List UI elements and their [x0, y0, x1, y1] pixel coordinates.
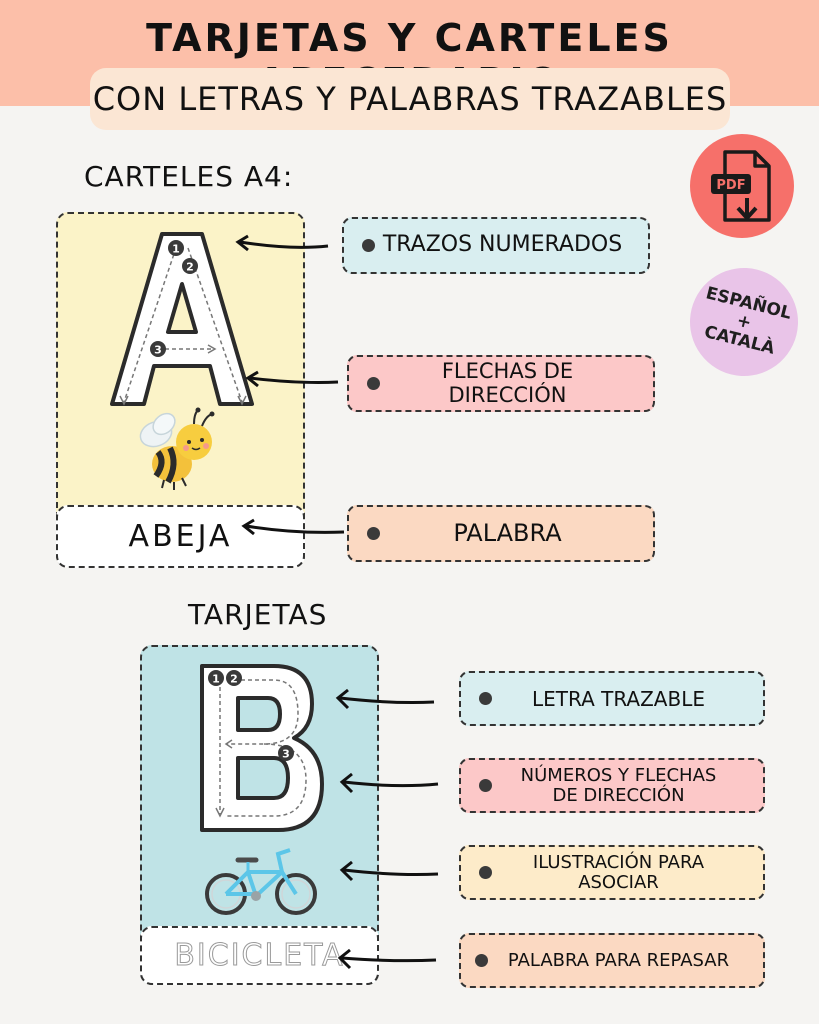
callout-numbered-strokes: TRAZOS NUMERADOS	[342, 217, 650, 274]
language-badge: ESPAÑOL + CATALÀ	[678, 256, 810, 388]
letter-a-tracing: 1 2 3	[110, 232, 254, 406]
arrow-icon	[245, 370, 339, 388]
download-arrow-icon	[736, 198, 758, 221]
arrow-icon	[337, 948, 437, 970]
callout-direction-arrows: FLECHAS DE DIRECCIÓN	[347, 355, 655, 412]
callout-text-line-1: ILUSTRACIÓN PARA	[532, 851, 705, 873]
poster-word-box: ABEJA	[56, 505, 305, 568]
callout-text: FLECHAS DE DIRECCIÓN	[441, 359, 574, 407]
arrow-icon	[241, 518, 345, 536]
callout-numbers-arrows: NÚMEROS Y FLECHAS DE DIRECCIÓN	[459, 758, 765, 813]
poster-word: ABEJA	[128, 519, 233, 554]
card-word-tracing: BICICLETA	[174, 938, 345, 974]
callout-text: LETRA TRAZABLE	[532, 686, 705, 711]
bullet-icon	[367, 527, 380, 540]
card-stroke-number-3: 3	[282, 748, 290, 761]
arrow-icon	[335, 688, 435, 710]
poster-stroke-number-1: 1	[172, 243, 180, 256]
callout-text-line-2: ASOCIAR	[578, 871, 659, 893]
pdf-label: PDF	[716, 178, 745, 193]
bicycle-illustration	[205, 848, 317, 915]
subtitle-text: CON LETRAS Y PALABRAS TRAZABLES	[92, 80, 728, 118]
pdf-badge: PDF	[690, 134, 794, 238]
callout-text-line-1: NÚMEROS Y FLECHAS	[520, 764, 717, 786]
cards-label: TARJETAS	[188, 598, 328, 631]
callout-traceable-letter: LETRA TRAZABLE	[459, 671, 765, 726]
card-stroke-number-1: 1	[212, 673, 220, 686]
arrow-icon	[339, 772, 439, 794]
subtitle-pill: CON LETRAS Y PALABRAS TRAZABLES	[90, 68, 730, 130]
callout-word: PALABRA	[347, 505, 655, 562]
poster-stroke-number-3: 3	[154, 344, 162, 357]
posters-label: CARTELES A4:	[84, 160, 294, 193]
bullet-icon	[479, 866, 492, 879]
pdf-file-icon: PDF	[711, 150, 771, 222]
bullet-icon	[362, 239, 375, 252]
callout-text: PALABRA	[453, 519, 562, 548]
bullet-icon	[367, 377, 380, 390]
bee-illustration	[139, 407, 215, 490]
bullet-icon	[475, 954, 488, 967]
callout-text-line-2: DE DIRECCIÓN	[552, 784, 685, 806]
bullet-icon	[479, 779, 492, 792]
callout-illustration: ILUSTRACIÓN PARA ASOCIAR	[459, 845, 765, 900]
arrow-icon	[339, 860, 439, 882]
bullet-icon	[479, 692, 492, 705]
letter-b-tracing: 1 2 3	[200, 664, 324, 832]
callout-review-word: PALABRA PARA REPASAR	[459, 933, 765, 988]
callout-text: TRAZOS NUMERADOS	[382, 232, 623, 258]
card-stroke-number-2: 2	[230, 673, 238, 686]
poster-stroke-number-2: 2	[186, 261, 194, 274]
card-word-box: BICICLETA	[140, 926, 379, 985]
callout-text: PALABRA PARA REPASAR	[507, 949, 730, 971]
arrow-icon	[235, 234, 329, 252]
